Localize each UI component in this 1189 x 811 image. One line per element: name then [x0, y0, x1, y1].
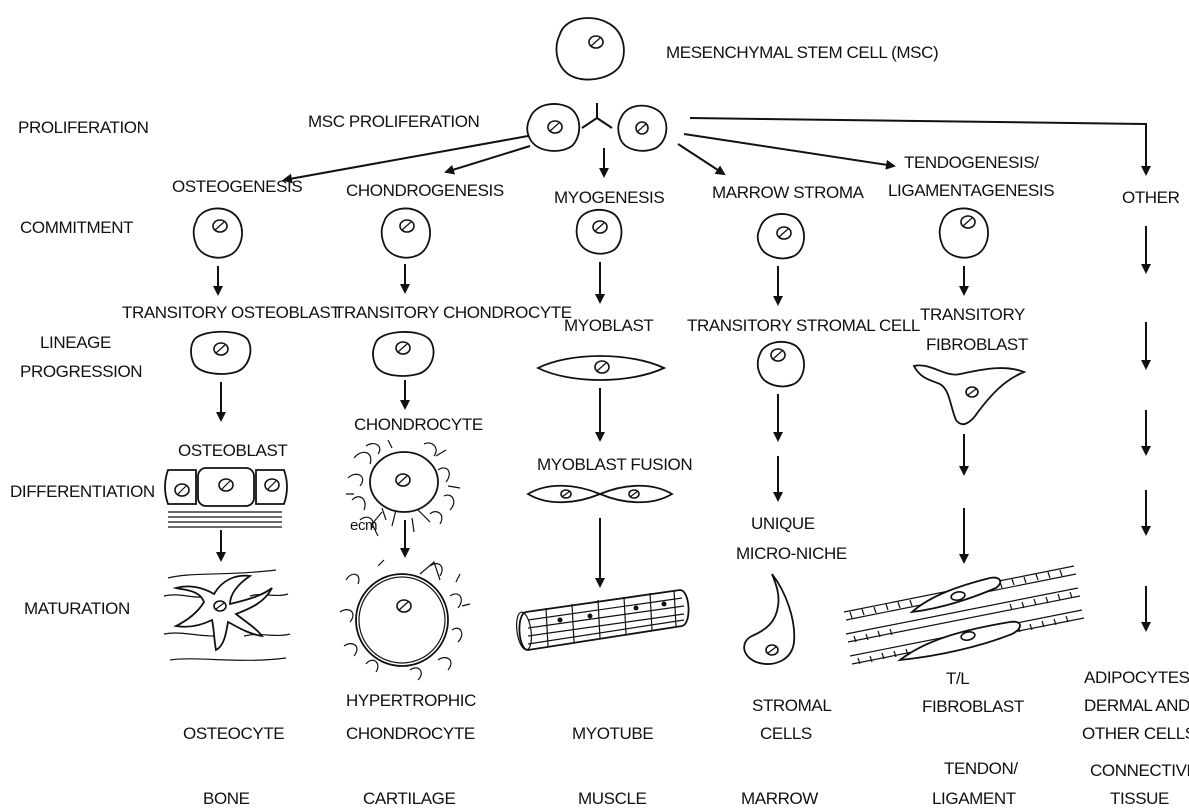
- chondrocyte-icon: [346, 439, 461, 537]
- bone-commitment-label: OSTEOGENESIS: [172, 177, 302, 196]
- tendon-progenitor-label-2: FIBROBLAST: [926, 335, 1028, 354]
- cartilage-tissue-label: CARTILAGE: [363, 789, 456, 808]
- marrow-tissue-label: MARROW: [741, 789, 818, 808]
- bone-progenitor-label: TRANSITORY OSTEOBLAST: [122, 303, 340, 322]
- lineage-other: OTHER ADIPOCYTES, DERMAL AND OTHER CELLS…: [1082, 188, 1189, 808]
- ecm-annotation: ecm: [350, 517, 377, 534]
- branch-arrows: [282, 117, 1151, 184]
- other-tissue-label-2: TISSUE: [1110, 789, 1169, 808]
- stage-progression: PROGRESSION: [20, 362, 142, 381]
- other-mature-label-2: DERMAL AND: [1084, 696, 1189, 715]
- myoblast-fusion-icon: [526, 484, 674, 504]
- lineage-cartilage: CHONDROGENESIS TRANSITORY CHONDROCYTE CH…: [334, 181, 572, 808]
- marrow-commitment-label: MARROW STROMA: [712, 183, 865, 202]
- msc-cell-icon: [555, 17, 625, 81]
- transitory-fibroblast-icon: [912, 364, 1027, 426]
- osteocyte-icon: [163, 569, 291, 661]
- hypertrophic-chondrocyte-icon: [339, 559, 471, 681]
- lineage-bone: OSTEOGENESIS TRANSITORY OSTEOBLAST OSTEO…: [122, 177, 341, 808]
- other-tissue-label-1: CONNECTIVE: [1090, 761, 1189, 780]
- stage-commitment: COMMITMENT: [20, 218, 133, 237]
- stage-maturation: MATURATION: [24, 599, 130, 618]
- tendon-commitment-label-1: TENDOGENESIS/: [904, 153, 1039, 172]
- stromal-cell-icon: [743, 573, 796, 665]
- cartilage-commitment-label: CHONDROGENESIS: [346, 181, 504, 200]
- stage-proliferation: PROLIFERATION: [18, 118, 149, 137]
- muscle-commitment-label: MYOGENESIS: [554, 188, 664, 207]
- marrow-progenitor-label: TRANSITORY STROMAL CELL: [687, 316, 920, 335]
- tl-fibroblast-icon: [843, 565, 1085, 665]
- marrow-mature-label-2: CELLS: [760, 724, 812, 743]
- marrow-differentiated-label-1: UNIQUE: [751, 514, 815, 533]
- myotube-icon: [515, 589, 690, 651]
- muscle-progenitor-label: MYOBLAST: [564, 316, 653, 335]
- msc-title: MESENCHYMAL STEM CELL (MSC): [666, 43, 938, 62]
- tendon-progenitor-label-1: TRANSITORY: [920, 305, 1025, 324]
- other-mature-label-1: ADIPOCYTES,: [1084, 668, 1189, 687]
- cartilage-progenitor-label: TRANSITORY CHONDROCYTE: [334, 303, 572, 322]
- transitory-stromal-cell-icon: [756, 340, 805, 388]
- msc-proliferation-label: MSC PROLIFERATION: [308, 112, 479, 131]
- cartilage-mature-label-1: HYPERTROPHIC: [346, 691, 476, 710]
- other-commitment-label: OTHER: [1122, 188, 1180, 207]
- myoblast-icon: [535, 355, 667, 381]
- tendon-tissue-label-1: TENDON/: [944, 759, 1018, 778]
- cartilage-committed-cell-icon: [380, 207, 431, 259]
- bone-committed-cell-icon: [192, 207, 243, 259]
- tendon-tissue-label-2: LIGAMENT: [932, 789, 1016, 808]
- bone-mature-label: OSTEOCYTE: [183, 724, 284, 743]
- lineage-muscle: MYOGENESIS MYOBLAST MYOBLAST FUSION: [515, 188, 693, 808]
- tendon-mature-label-2: FIBROBLAST: [922, 697, 1024, 716]
- muscle-tissue-label: MUSCLE: [578, 789, 647, 808]
- cartilage-mature-label-2: CHONDROCYTE: [346, 724, 475, 743]
- msc-proliferating-cells-icon: [526, 103, 668, 152]
- bone-tissue-label: BONE: [203, 789, 250, 808]
- tendon-committed-cell-icon: [938, 207, 989, 259]
- tendon-mature-label-1: T/L: [946, 669, 969, 688]
- marrow-mature-label-1: STROMAL: [752, 696, 831, 715]
- tendon-commitment-label-2: LIGAMENTAGENESIS: [888, 181, 1054, 200]
- stage-lineage: LINEAGE: [40, 333, 111, 352]
- lineage-tendon-ligament: TENDOGENESIS/ LIGAMENTAGENESIS TRANSITOR…: [843, 153, 1085, 808]
- stage-differentiation: DIFFERENTIATION: [10, 482, 155, 501]
- osteoblast-layer-icon: [164, 467, 288, 528]
- bone-differentiated-label: OSTEOBLAST: [178, 441, 287, 460]
- lineage-marrow: MARROW STROMA TRANSITORY STROMAL CELL UN…: [687, 183, 920, 808]
- transitory-osteoblast-icon: [190, 330, 252, 375]
- muscle-mature-label: MYOTUBE: [572, 724, 653, 743]
- marrow-differentiated-label-2: MICRO-NICHE: [736, 544, 847, 563]
- transitory-chondrocyte-icon: [372, 331, 435, 377]
- muscle-differentiated-label: MYOBLAST FUSION: [537, 455, 692, 474]
- cartilage-differentiated-label: CHONDROCYTE: [354, 415, 483, 434]
- other-mature-label-3: OTHER CELLS: [1082, 724, 1189, 743]
- muscle-committed-cell-icon: [575, 208, 623, 255]
- marrow-committed-cell-icon: [756, 213, 805, 260]
